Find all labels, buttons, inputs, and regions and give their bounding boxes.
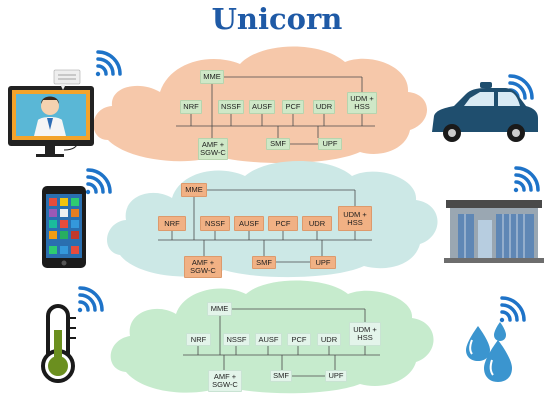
pcf-box: PCF (268, 216, 298, 231)
smf-box: SMF (252, 256, 276, 269)
udr-box: UDR (313, 100, 335, 114)
wifi-icon (513, 166, 540, 193)
nssf-box: NSSF (200, 216, 230, 231)
amf-sgw-box: AMF + SGW-C (184, 256, 222, 278)
mme-box: MME (207, 302, 232, 316)
smf-box: SMF (270, 370, 292, 382)
car-icon (432, 82, 538, 142)
mme-box: MME (181, 183, 207, 197)
udr-box: UDR (302, 216, 332, 231)
upf-box: UPF (318, 138, 342, 150)
nssf-box: NSSF (218, 100, 244, 114)
wifi-icon (85, 168, 112, 195)
nssf-box: NSSF (223, 333, 250, 346)
doctor-monitor-icon (8, 69, 94, 157)
udr-box: UDR (317, 333, 341, 346)
udm-hss-box: UDM + HSS (347, 92, 377, 114)
thermometer-icon (41, 304, 76, 383)
connections-top (176, 76, 375, 145)
water-drops-icon (466, 322, 512, 382)
ausf-box: AUSF (249, 100, 275, 114)
upf-box: UPF (325, 370, 347, 382)
ausf-box: AUSF (234, 216, 264, 231)
udm-hss-box: UDM + HSS (338, 206, 372, 231)
wifi-icon (77, 286, 104, 313)
wifi-icon (499, 296, 526, 323)
nrf-box: NRF (186, 333, 211, 346)
pcf-box: PCF (282, 100, 304, 114)
pcf-box: PCF (287, 333, 311, 346)
page-title: Unicorn (211, 2, 343, 36)
upf-box: UPF (310, 256, 336, 269)
smartphone-icon (42, 186, 86, 268)
building-icon (444, 200, 544, 263)
connections-bottom (183, 308, 380, 377)
smf-box: SMF (266, 138, 290, 150)
nrf-box: NRF (180, 100, 202, 114)
udm-hss-box: UDM + HSS (349, 322, 381, 346)
nrf-box: NRF (158, 216, 186, 231)
mme-box: MME (200, 70, 224, 84)
wifi-icon (95, 50, 122, 77)
amf-sgw-box: AMF + SGW-C (208, 370, 242, 392)
amf-sgw-box: AMF + SGW-C (198, 138, 228, 160)
connections-middle (158, 189, 372, 263)
ausf-box: AUSF (255, 333, 282, 346)
